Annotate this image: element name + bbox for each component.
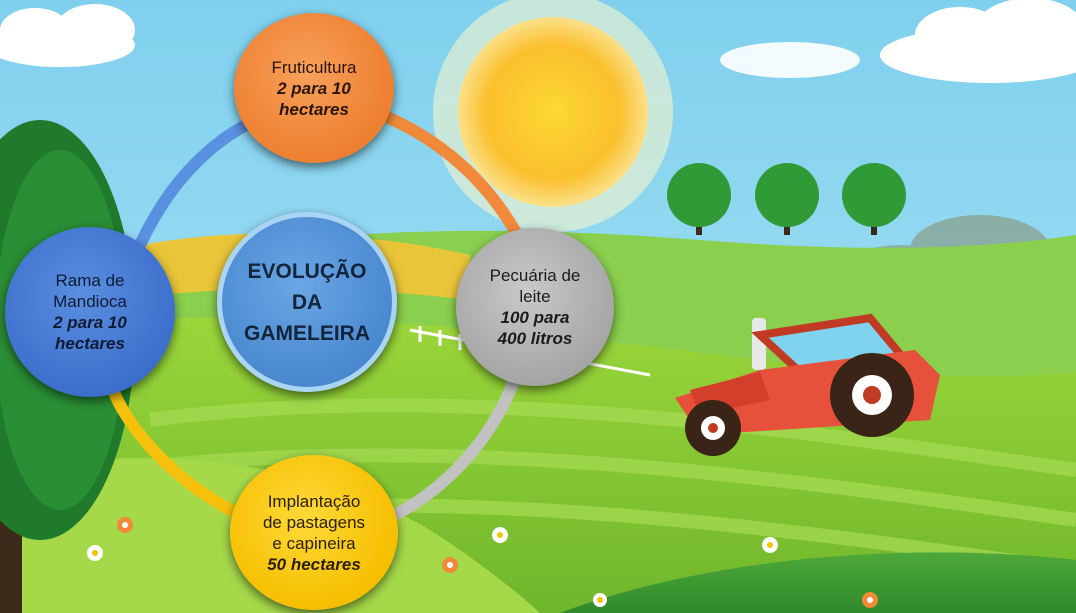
- cloud-icon: [0, 4, 135, 67]
- node-title: Implantação de pastagens e capineira: [262, 491, 366, 553]
- tree-icon: [842, 163, 906, 235]
- sun-icon: [433, 0, 673, 232]
- tractor-icon: [675, 313, 940, 456]
- center-title: EVOLUÇÃO DA GAMELEIRA: [244, 259, 370, 345]
- tree-icon: [667, 163, 731, 235]
- node-implantacao-pastagens: Implantação de pastagens e capineira 50 …: [230, 455, 398, 610]
- node-pecuaria-de-leite: Pecuária de leite 100 para 400 litros: [456, 228, 614, 386]
- center-node: EVOLUÇÃO DA GAMELEIRA: [217, 212, 397, 392]
- flower-icon: [87, 527, 778, 607]
- node-value: 100 para 400 litros: [497, 308, 573, 348]
- node-rama-de-mandioca: Rama de Mandioca 2 para 10 hectares: [5, 227, 175, 397]
- node-title: Fruticultura: [271, 57, 357, 77]
- node-value: 50 hectares: [267, 554, 361, 574]
- node-value: 2 para 10 hectares: [53, 313, 127, 353]
- node-fruticultura: Fruticultura 2 para 10 hectares: [234, 13, 394, 163]
- node-title: Rama de Mandioca: [53, 271, 127, 311]
- node-value: 2 para 10 hectares: [277, 78, 351, 119]
- node-title: Pecuária de leite: [489, 266, 581, 306]
- cloud-icon: [880, 0, 1076, 83]
- cloud-icon: [720, 42, 860, 78]
- flower-icon: [117, 517, 878, 608]
- tree-icon: [755, 163, 819, 235]
